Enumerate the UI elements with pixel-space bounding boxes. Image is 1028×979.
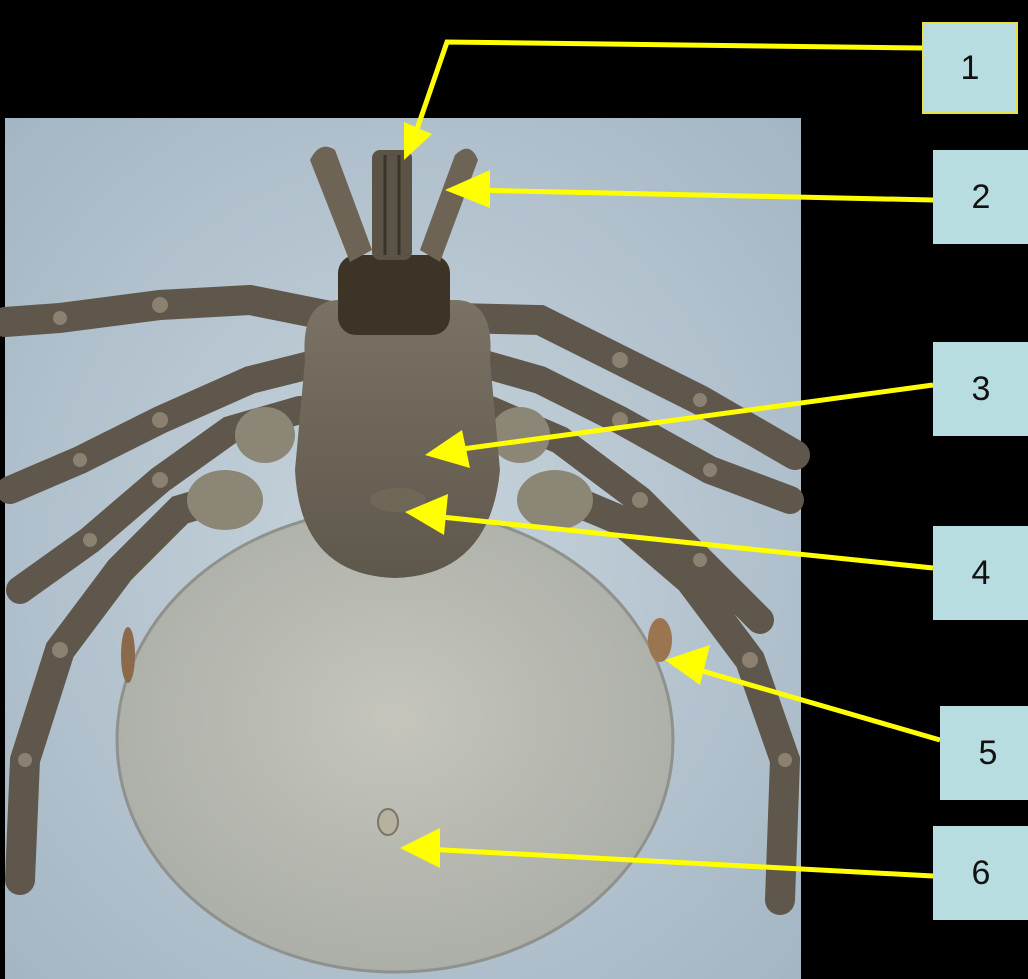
label-box-4: 4 (933, 526, 1028, 620)
label-number: 5 (979, 734, 998, 773)
label-box-1: 1 (922, 22, 1018, 114)
scutum (295, 300, 500, 578)
basis-capituli (338, 255, 450, 335)
label-number: 2 (972, 178, 991, 217)
label-number: 6 (972, 854, 991, 893)
label-number: 1 (961, 49, 980, 88)
spiracle-left (121, 627, 135, 683)
anus (378, 809, 398, 835)
spiracle-right (648, 618, 672, 662)
label-box-6: 6 (933, 826, 1028, 920)
genital-pore (370, 488, 426, 512)
label-number: 3 (972, 370, 991, 409)
label-box-3: 3 (933, 342, 1028, 436)
label-box-2: 2 (933, 150, 1028, 244)
hypostome (372, 150, 412, 260)
label-number: 4 (972, 554, 991, 593)
label-box-5: 5 (940, 706, 1028, 800)
